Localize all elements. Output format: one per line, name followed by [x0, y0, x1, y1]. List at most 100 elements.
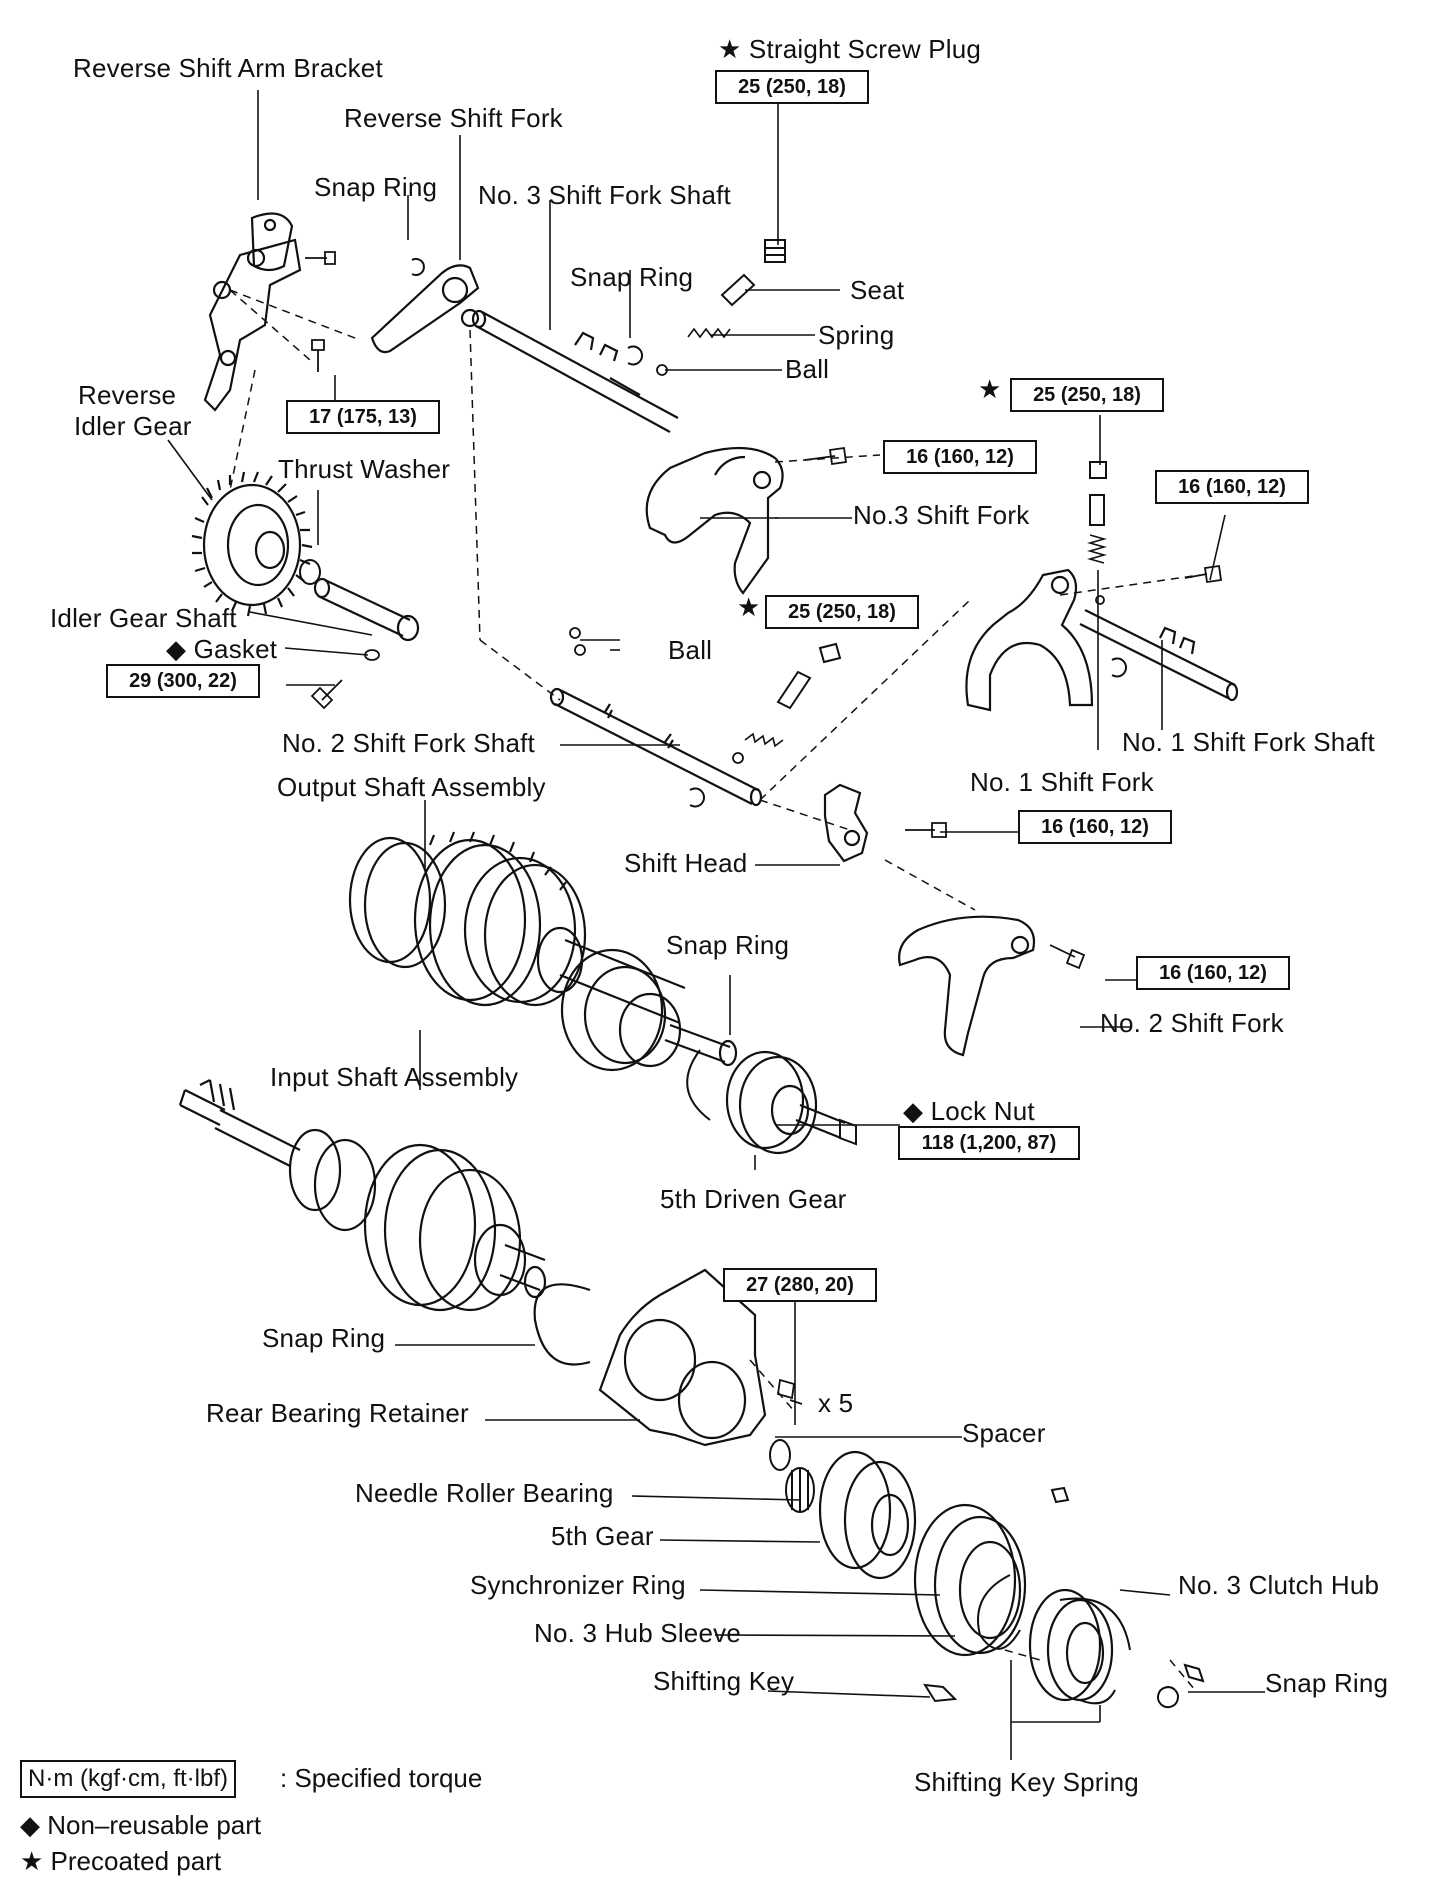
legend-specified-torque: : Specified torque [280, 1763, 483, 1793]
legend-non-reusable: ◆ Non–reusable part [20, 1810, 262, 1840]
middle-seat [778, 672, 810, 708]
snap-ring-3 [690, 788, 704, 806]
no1-shift-fork-shaft [1080, 610, 1237, 700]
reverse-shift-arm-bracket [205, 214, 300, 411]
label-no2-shift-fork-shaft: No. 2 Shift Fork Shaft [282, 728, 535, 758]
label-no2-shift-fork: No. 2 Shift Fork [1100, 1008, 1284, 1038]
label-straight-screw-plug: ★ Straight Screw Plug [718, 34, 982, 64]
right-spring [1090, 535, 1104, 563]
label-snap-ring: Snap Ring [314, 172, 438, 202]
label-idler-gear: Idler Gear [74, 411, 192, 441]
no2-fork-bolt [1050, 945, 1084, 968]
label-thrust-washer: Thrust Washer [278, 454, 451, 484]
no1-shift-fork [966, 570, 1092, 710]
no1-fork-bolt [1185, 566, 1221, 582]
star-plug-middle: ★ [737, 592, 761, 622]
snap-ring-4-drawing [687, 1050, 710, 1120]
right-plug [1090, 462, 1106, 478]
leader-lines [168, 85, 1265, 1760]
torque-plug-right: 25 (250, 18) [1010, 378, 1164, 412]
label-snap-ring: Snap Ring [262, 1323, 386, 1353]
torque-lock-nut: 118 (1,200, 87) [898, 1126, 1080, 1160]
torque-plug-middle: 25 (250, 18) [765, 595, 919, 629]
spacer [770, 1440, 790, 1470]
no2-shift-fork [899, 917, 1034, 1055]
label-synchronizer-ring: Synchronizer Ring [470, 1570, 686, 1600]
lock-nut [840, 1120, 856, 1144]
torque-no2-fork-bolt: 16 (160, 12) [1136, 956, 1290, 990]
label-no3-hub-sleeve: No. 3 Hub Sleeve [534, 1618, 741, 1648]
right-ball [1096, 596, 1104, 604]
label-no1-shift-fork-shaft: No. 1 Shift Fork Shaft [1122, 727, 1375, 757]
label-spacer: Spacer [962, 1418, 1046, 1448]
label-reverse-shift-fork: Reverse Shift Fork [344, 103, 563, 133]
no3-clutch-hub [1030, 1590, 1112, 1700]
gasket [365, 650, 379, 660]
label-no3-clutch-hub: No. 3 Clutch Hub [1178, 1570, 1380, 1600]
label-snap-ring: Snap Ring [570, 262, 694, 292]
label-no3-shift-fork: No.3 Shift Fork [853, 500, 1030, 530]
idler-gear-shaft [315, 579, 418, 640]
seat [722, 275, 754, 305]
thrust-washer [300, 560, 320, 584]
torque-no3-fork-bolt: 16 (160, 12) [883, 440, 1037, 474]
idler-shaft-bolt [312, 680, 342, 708]
legend-unit-box: N·m (kgf·cm, ft·lbf) [20, 1760, 236, 1798]
label-fifth-gear: 5th Gear [551, 1521, 654, 1551]
label-ball: Ball [668, 635, 713, 665]
shifting-key-spring [1060, 1599, 1130, 1704]
spring [688, 329, 730, 337]
star-plug-right: ★ [978, 374, 1002, 404]
shift-head [825, 785, 867, 861]
dashed-alignment-lines [230, 290, 1200, 1690]
middle-plug [820, 644, 840, 662]
label-idler-gear-shaft: Idler Gear Shaft [50, 603, 237, 633]
right-seat [1090, 495, 1104, 525]
snap-ring-2 [628, 346, 642, 364]
no3-hub-sleeve [915, 1505, 1025, 1655]
no3-shift-fork-shaft [473, 311, 678, 432]
legend-precoated: ★ Precoated part [20, 1846, 222, 1876]
rear-bearing-retainer [600, 1270, 765, 1445]
label-no1-shift-fork: No. 1 Shift Fork [970, 767, 1154, 797]
snap-ring-5 [1158, 1687, 1178, 1707]
shifting-key-2 [1185, 1665, 1203, 1681]
label-no3-shift-fork-shaft: No. 3 Shift Fork Shaft [478, 180, 731, 210]
label-shifting-key: Shifting Key [653, 1666, 795, 1696]
label-shift-head: Shift Head [624, 848, 748, 878]
label-ball: Ball [785, 354, 830, 384]
torque-bracket-bolt: 17 (175, 13) [286, 400, 440, 434]
balls-2 [570, 628, 585, 655]
fifth-driven-gear [727, 1052, 845, 1153]
label-output-shaft-assembly: Output Shaft Assembly [277, 772, 546, 802]
reverse-idler-gear [192, 472, 312, 616]
label-rear-bearing-retainer: Rear Bearing Retainer [206, 1398, 469, 1428]
no3-shift-fork [647, 448, 783, 593]
label-lock-nut: ◆ Lock Nut [903, 1096, 1035, 1126]
torque-shift-head-bolt: 16 (160, 12) [1018, 810, 1172, 844]
shifting-key [925, 1685, 955, 1701]
ball-1 [657, 365, 667, 375]
input-shaft-assembly [180, 1080, 545, 1310]
reverse-shift-fork [372, 265, 478, 352]
label-needle-roller-bearing: Needle Roller Bearing [355, 1478, 614, 1508]
clutch-hub-key [1052, 1488, 1068, 1502]
label-reverse: Reverse [78, 380, 177, 410]
torque-idler-shaft-bolt: 29 (300, 22) [106, 664, 260, 698]
label-fifth-driven-gear: 5th Driven Gear [660, 1184, 847, 1214]
retainer-bolt [778, 1380, 802, 1404]
label-spring: Spring [818, 320, 895, 350]
label-snap-ring: Snap Ring [666, 930, 790, 960]
label-snap-ring: Snap Ring [1265, 1668, 1389, 1698]
snap-ring-no1 [1112, 658, 1126, 676]
needle-roller-bearing [786, 1468, 814, 1512]
middle-ball [733, 753, 743, 763]
middle-spring [745, 734, 783, 746]
torque-no1-fork-bolt: 16 (160, 12) [1155, 470, 1309, 504]
no3-fork-bolt [805, 448, 846, 464]
torque-retainer-bolts: 27 (280, 20) [723, 1268, 877, 1302]
shift-head-bolt [905, 823, 946, 837]
label-shifting-key-spring: Shifting Key Spring [914, 1767, 1139, 1797]
